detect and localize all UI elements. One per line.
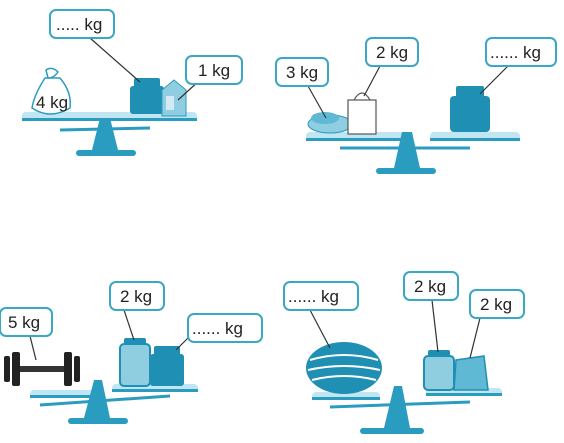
balance-scale-1: 4 kg ..... kg 1 kg xyxy=(22,9,243,156)
weight-icon xyxy=(150,346,184,386)
scale-stand xyxy=(30,380,198,424)
weight-icon xyxy=(450,86,490,132)
bag-weight-label-box: 2 kg xyxy=(363,37,419,97)
unknown-weight-text: ...... kg xyxy=(490,43,541,62)
balance-scale-4: ...... kg 2 kg 2 kg xyxy=(283,271,525,434)
jar-weight-text: 2 kg xyxy=(120,287,152,306)
jar-weight-text: 2 kg xyxy=(414,277,446,296)
scale-stand xyxy=(306,132,520,174)
dumbbell-icon xyxy=(4,352,80,386)
unknown-weight-label-box: ...... kg xyxy=(479,37,557,95)
known-weight-label-box: 1 kg xyxy=(177,55,243,101)
bag-weight-text: 2 kg xyxy=(376,43,408,62)
fish-weight-label-box: 3 kg xyxy=(275,57,329,119)
jar-icon xyxy=(119,338,151,387)
unknown-weight-text: ...... kg xyxy=(288,287,339,306)
unknown-weight-text: ...... kg xyxy=(192,319,243,338)
sack-weight-label: 4 kg xyxy=(36,93,68,112)
dumbbell-weight-text: 5 kg xyxy=(8,313,40,332)
balance-scale-2: 3 kg 2 kg ...... kg xyxy=(275,37,557,174)
watermelon-icon xyxy=(306,342,382,394)
milk-carton-icon xyxy=(161,79,187,117)
unknown-weight-label-box: ...... kg xyxy=(283,281,359,349)
dumbbell-weight-label-box: 5 kg xyxy=(0,307,53,361)
jar-weight-label-box: 2 kg xyxy=(403,271,459,353)
jar-icon xyxy=(423,350,455,391)
shopping-bag-icon xyxy=(347,92,377,135)
jar-icon xyxy=(130,78,164,114)
scale-stand xyxy=(22,112,197,156)
unknown-weight-text: ..... kg xyxy=(56,15,102,34)
paper-bag-icon xyxy=(453,355,489,391)
unknown-weight-label-box: ...... kg xyxy=(175,313,263,351)
known-weight-text: 1 kg xyxy=(198,61,230,80)
balance-scale-3: 5 kg 2 kg ...... kg xyxy=(0,281,263,424)
fish-icon xyxy=(307,112,353,134)
flour-sack-icon: 4 kg xyxy=(31,67,72,115)
unknown-weight-label-box: ..... kg xyxy=(49,9,141,83)
fish-weight-text: 3 kg xyxy=(286,63,318,82)
bag-weight-text: 2 kg xyxy=(480,295,512,314)
bag-weight-label-box: 2 kg xyxy=(469,289,525,359)
jar-weight-label-box: 2 kg xyxy=(109,281,165,341)
